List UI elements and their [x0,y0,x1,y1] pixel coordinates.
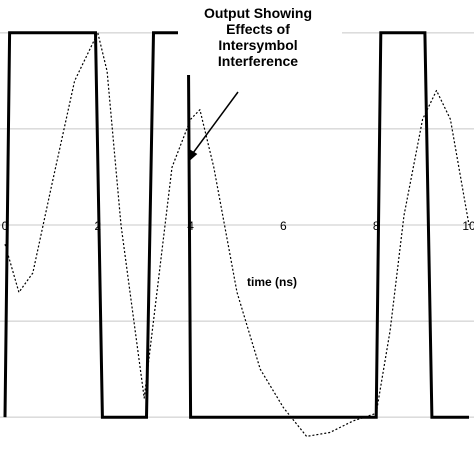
x-tick-label: 4 [187,219,194,233]
x-tick-labels: 0 2 4 6 8 10 [2,219,474,233]
annotation-line-2: Effects of [226,21,290,37]
annotation-line-1: Output Showing [204,5,312,21]
annotation-line-4: Interference [218,53,298,69]
annotation-background [178,0,342,75]
x-tick-label: 10 [462,219,474,233]
x-tick-label: 8 [373,219,380,233]
annotation-arrow [191,91,239,155]
x-tick-label: 6 [280,219,287,233]
x-axis-label: time (ns) [247,275,297,289]
series-line-1 [4,32,470,437]
annotation-arrowhead [188,149,198,162]
x-tick-label: 2 [94,219,101,233]
annotation-line-3: Intersymbol [218,37,297,53]
x-tick-label: 0 [2,219,9,233]
annotation: Output Showing Effects of Intersymbol In… [178,0,342,162]
grid-lines [0,32,474,418]
